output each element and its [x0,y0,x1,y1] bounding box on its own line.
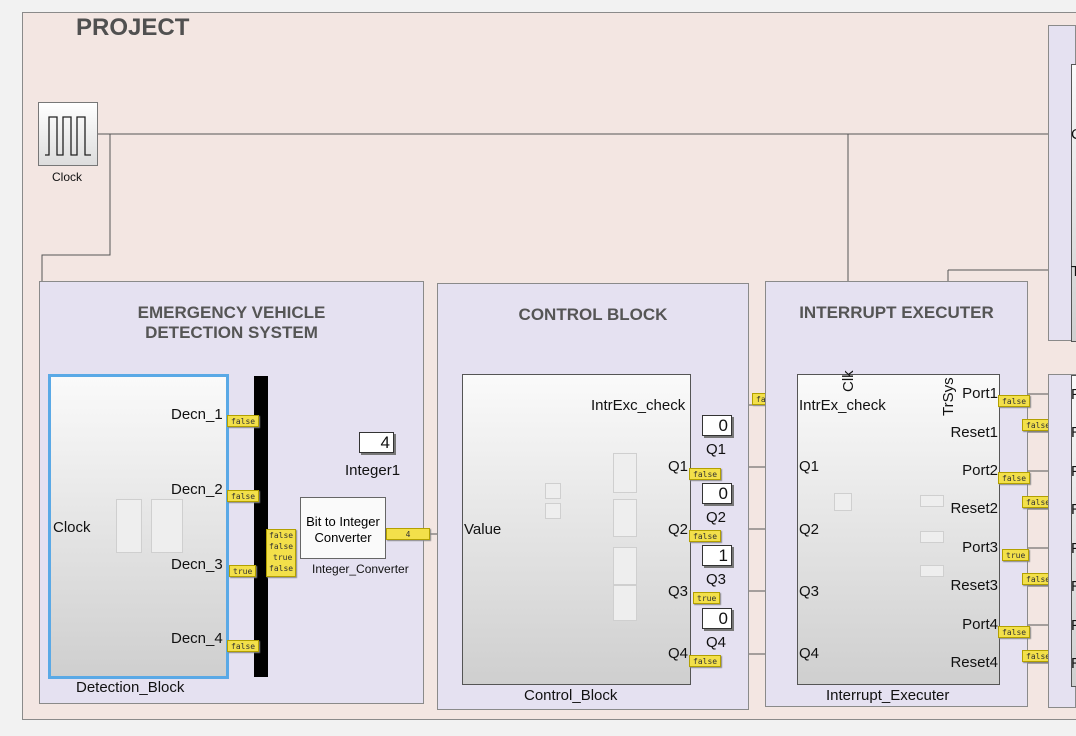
port-decn-1: Decn_1 [171,406,223,423]
signal-value-tag: false [1022,496,1055,508]
right-port-p4: P [1071,618,1076,634]
port-reset1: Reset1 [950,424,998,441]
port-port3: Port3 [962,539,998,556]
signal-value-tag: false [1022,419,1055,431]
signal-value-tag: false [998,395,1031,407]
converter-line1: Bit to Integer [306,514,380,529]
inner-block [116,499,142,553]
port-intrex-check: IntrEx_check [799,397,886,414]
signal-value-tag: false [998,472,1031,484]
right-block-top[interactable] [1071,64,1076,342]
port-decn-3: Decn_3 [171,556,223,573]
detection-block[interactable] [48,374,229,679]
right-port-r2: R [1071,502,1076,518]
right-port-c: C [1071,127,1076,143]
right-subsystem-area-bottom[interactable]: P R P R P R P R [1048,374,1076,708]
right-port-p2: P [1071,464,1076,480]
inner-block [920,495,944,507]
pulse-icon [45,116,91,156]
port-port2: Port2 [962,462,998,479]
signal-value-tag: false [689,530,722,542]
q3-display-name: Q3 [706,571,727,588]
q4-display-name: Q4 [706,634,727,651]
port-clk: Clk [840,370,857,392]
port-in-q1: Q1 [799,458,820,475]
integer-display[interactable]: 4 [359,432,394,453]
port-in-q2: Q2 [799,521,820,538]
right-port-p3: P [1071,541,1076,557]
project-title: PROJECT [76,14,190,41]
signal-value-tag: false [227,490,260,502]
inner-block [545,503,561,519]
control-title: CONTROL BLOCK [518,305,668,324]
signal-value-tag: false [227,415,260,427]
q4-display[interactable]: 0 [702,608,732,629]
right-port-r3: R [1071,579,1076,595]
interrupt-block-name: Interrupt_Executer [826,687,950,704]
inner-block [545,483,561,499]
right-subsystem-area-top[interactable]: C T [1048,25,1076,342]
port-in-q3: Q3 [799,583,820,600]
control-input-value: Value [464,521,502,538]
port-q4: Q4 [668,645,689,662]
bit-to-integer-block[interactable]: Bit to Integer Converter [300,497,386,559]
detection-block-name: Detection_Block [76,679,185,696]
signal-value-tag: false [689,655,722,667]
port-in-q4: Q4 [799,645,820,662]
right-port-r4: R [1071,656,1076,672]
signal-value-tag: true [693,592,721,604]
port-reset2: Reset2 [950,500,998,517]
converter-line2: Converter [314,530,372,545]
q1-display-name: Q1 [706,441,727,458]
clock-block[interactable] [38,102,98,166]
inner-block [613,547,637,585]
signal-value-tag: false [998,626,1031,638]
integer-display-name: Integer1 [345,462,401,479]
right-port-t: T [1071,263,1076,280]
control-block[interactable] [462,374,691,685]
signal-value-tag: true [1002,549,1030,561]
inner-block [920,531,944,543]
inner-block [613,499,637,537]
converter-name: Integer_Converter [312,562,409,576]
q1-display[interactable]: 0 [702,415,732,436]
port-intrexc-check: IntrExc_check [591,397,686,414]
detection-title-line2: DETECTION SYSTEM [145,323,318,342]
clock-label: Clock [52,170,83,184]
control-block-name: Control_Block [524,687,618,704]
signal-value-tag: false [689,468,722,480]
q3-display[interactable]: 1 [702,545,732,566]
port-port4: Port4 [962,616,998,633]
signal-value-tag: 4 [386,528,430,540]
mux-bus[interactable] [254,376,268,677]
port-decn-2: Decn_2 [171,481,223,498]
signal-value-tag: false [1022,573,1055,585]
detection-title-line1: EMERGENCY VEHICLE [137,303,326,322]
inner-block [613,453,637,493]
q2-display[interactable]: 0 [702,483,732,504]
interrupt-title: INTERRUPT EXECUTER [799,303,994,322]
interrupt-block[interactable] [797,374,1000,685]
bus-value-tag: false false true false [266,529,296,577]
port-reset3: Reset3 [950,577,998,594]
q2-display-name: Q2 [706,509,727,526]
inner-block [834,493,852,511]
inner-block [613,585,637,621]
inner-block [920,565,944,577]
port-decn-4: Decn_4 [171,630,223,647]
detection-input-clock: Clock [53,519,91,536]
port-q1: Q1 [668,458,689,475]
port-port1: Port1 [962,385,998,402]
port-trsys: TrSys [940,377,957,416]
right-block-bottom[interactable] [1071,375,1076,687]
port-q3: Q3 [668,583,689,600]
right-port-p1: P [1071,387,1076,403]
right-port-r1: R [1071,425,1076,441]
signal-value-tag: false [227,640,260,652]
port-q2: Q2 [668,521,689,538]
signal-value-tag: true [229,565,257,577]
port-reset4: Reset4 [950,654,998,671]
inner-block [151,499,183,553]
